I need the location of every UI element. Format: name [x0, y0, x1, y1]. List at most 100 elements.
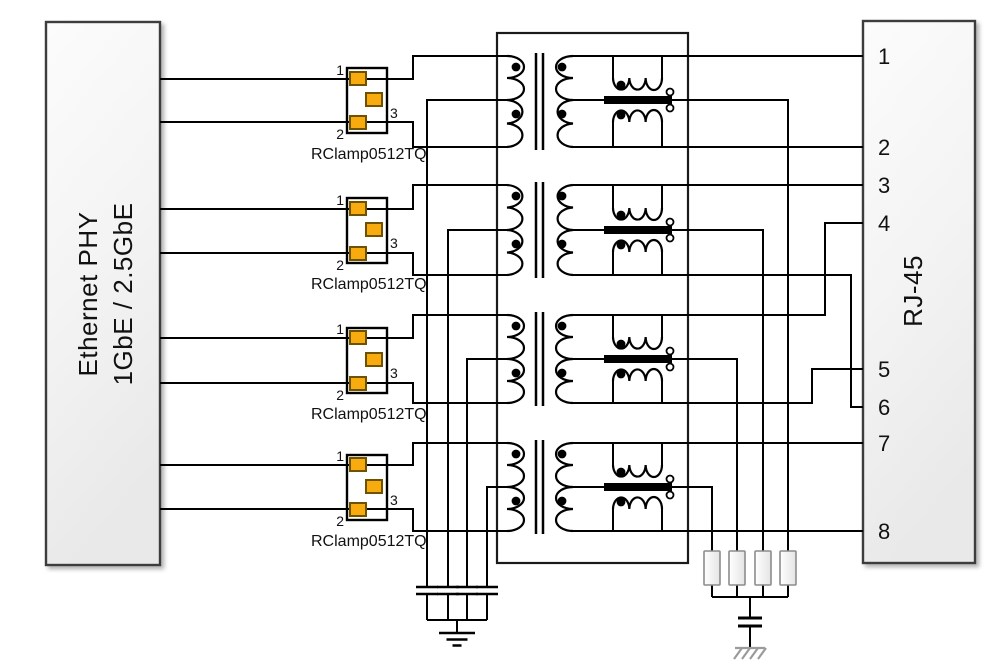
rj45-title: RJ-45: [898, 255, 928, 327]
wire-pair3-p: [160, 314, 507, 339]
polarity-dot: [557, 239, 567, 249]
primary-winding-2: [506, 183, 524, 277]
wire-pair1-p: [160, 55, 507, 80]
choke1-risers: [612, 56, 663, 147]
rj45-pin-label-5: 5: [878, 357, 890, 382]
rclamp-labels: RClamp0512TQ RClamp0512TQ RClamp0512TQ R…: [311, 62, 427, 550]
termination-resistor: [703, 550, 721, 586]
termination-capacitor: [738, 616, 762, 628]
terminal-circle: [665, 103, 675, 113]
polarity-dot: [511, 62, 521, 72]
polarity-dot: [557, 191, 567, 201]
polarity-dot: [616, 369, 626, 379]
wires: [160, 55, 863, 648]
ethernet-phy-box: [44, 20, 162, 567]
rclamp1-pin3-label: 3: [390, 105, 398, 121]
terminal-circle: [665, 346, 675, 356]
choke-core-1: [604, 96, 672, 104]
rclamp4-pin3-label: 3: [390, 492, 398, 508]
core-1: [534, 53, 545, 150]
polarity-dot: [511, 321, 521, 331]
terminal-circle: [665, 87, 675, 97]
polarity-dot: [557, 449, 567, 459]
tap-secondary-1: [573, 99, 789, 551]
polarity-dot: [511, 191, 521, 201]
termination-resistor: [754, 550, 772, 586]
rclamp4-part-label: RClamp0512TQ: [311, 533, 427, 550]
capacitor: [476, 585, 498, 596]
wire-pair1-n: [160, 121, 507, 148]
choke3-bottom-winding: [611, 367, 664, 382]
terminal-circles: [665, 87, 675, 500]
terminal-circle: [665, 474, 675, 484]
polarity-dots: [511, 62, 626, 507]
polarity-dot: [616, 497, 626, 507]
primary-winding-4: [506, 441, 526, 533]
polarity-dot: [511, 496, 521, 506]
secondary-winding-1: [554, 54, 574, 149]
rclamp4-pin1-label: 1: [336, 448, 344, 464]
rj45-pin-label-8: 8: [878, 519, 890, 544]
rj45-pin-label-2: 2: [878, 135, 890, 160]
choke1-bottom-winding: [611, 108, 664, 123]
rclamp4-pad3: [365, 479, 383, 494]
termination-resistor: [728, 550, 746, 586]
rclamp1-pad3: [365, 92, 383, 107]
phy-title-line2: 1GbE / 2.5GbE: [108, 203, 138, 386]
phy-title-line1: Ethernet PHY: [73, 212, 103, 377]
rclamp1-pad2: [349, 115, 367, 130]
primary-winding-1: [506, 54, 526, 149]
magnetics-module-box: [495, 31, 690, 565]
termination-bus: [711, 585, 789, 648]
rj45-pin-label-1: 1: [878, 44, 890, 69]
polarity-dot: [557, 321, 567, 331]
rj45-box: [861, 19, 977, 565]
wire-rj-pin6: [573, 274, 863, 408]
tap-secondary-3: [573, 358, 738, 551]
tap-secondary-2: [573, 229, 764, 551]
wire-rj-pin4: [573, 222, 863, 316]
choke4-risers: [612, 443, 663, 531]
wire-rj-pin5: [573, 368, 863, 404]
capacitor: [456, 585, 478, 596]
wire-pair3-n: [160, 382, 507, 404]
wire-pair2-n: [160, 252, 507, 276]
secondary-winding-3: [554, 313, 574, 405]
termination-resistor: [779, 550, 797, 586]
choke4-top-winding: [611, 464, 664, 479]
rclamp1-pin1-label: 1: [336, 62, 344, 78]
rclamp4-pad1: [349, 457, 367, 472]
polarity-dot: [557, 368, 567, 378]
polarity-dot: [511, 368, 521, 378]
tap-primary-2: [447, 229, 507, 587]
rj45-pin-label-3: 3: [878, 173, 890, 198]
rclamp4-pin2-label: 2: [336, 513, 344, 529]
earth-ground-icon: [439, 631, 475, 647]
rj45-pin-label-4: 4: [878, 211, 890, 236]
core-4: [534, 440, 545, 534]
windings: [506, 54, 664, 533]
wire-pair2-p: [160, 184, 507, 210]
rclamp3-pad3: [365, 352, 383, 367]
rclamp3-pad2: [349, 376, 367, 391]
primary-winding-3: [506, 313, 526, 405]
rclamp2-pin2-label: 2: [336, 257, 344, 273]
choke3-risers: [612, 315, 663, 403]
decoupling-capacitors: [416, 585, 498, 596]
tap-primary-3: [466, 358, 507, 587]
rclamp2-pin3-label: 3: [390, 235, 398, 251]
bob-smith-resistors: [703, 550, 797, 586]
wire-pair4-n: [160, 508, 507, 532]
rclamp-chips: [345, 66, 389, 522]
choke-core-4: [604, 483, 672, 491]
choke3-top-winding: [611, 336, 664, 351]
rclamp1-part-label: RClamp0512TQ: [311, 146, 427, 163]
polarity-dot: [557, 109, 567, 119]
terminal-circle: [665, 490, 675, 500]
rclamp1-pad1: [349, 71, 367, 86]
rclamp2-pad2: [349, 246, 367, 261]
choke2-bottom-winding: [611, 238, 664, 253]
rclamp2-pad1: [349, 201, 367, 216]
choke-core-2: [604, 226, 672, 234]
polarity-dot: [557, 62, 567, 72]
